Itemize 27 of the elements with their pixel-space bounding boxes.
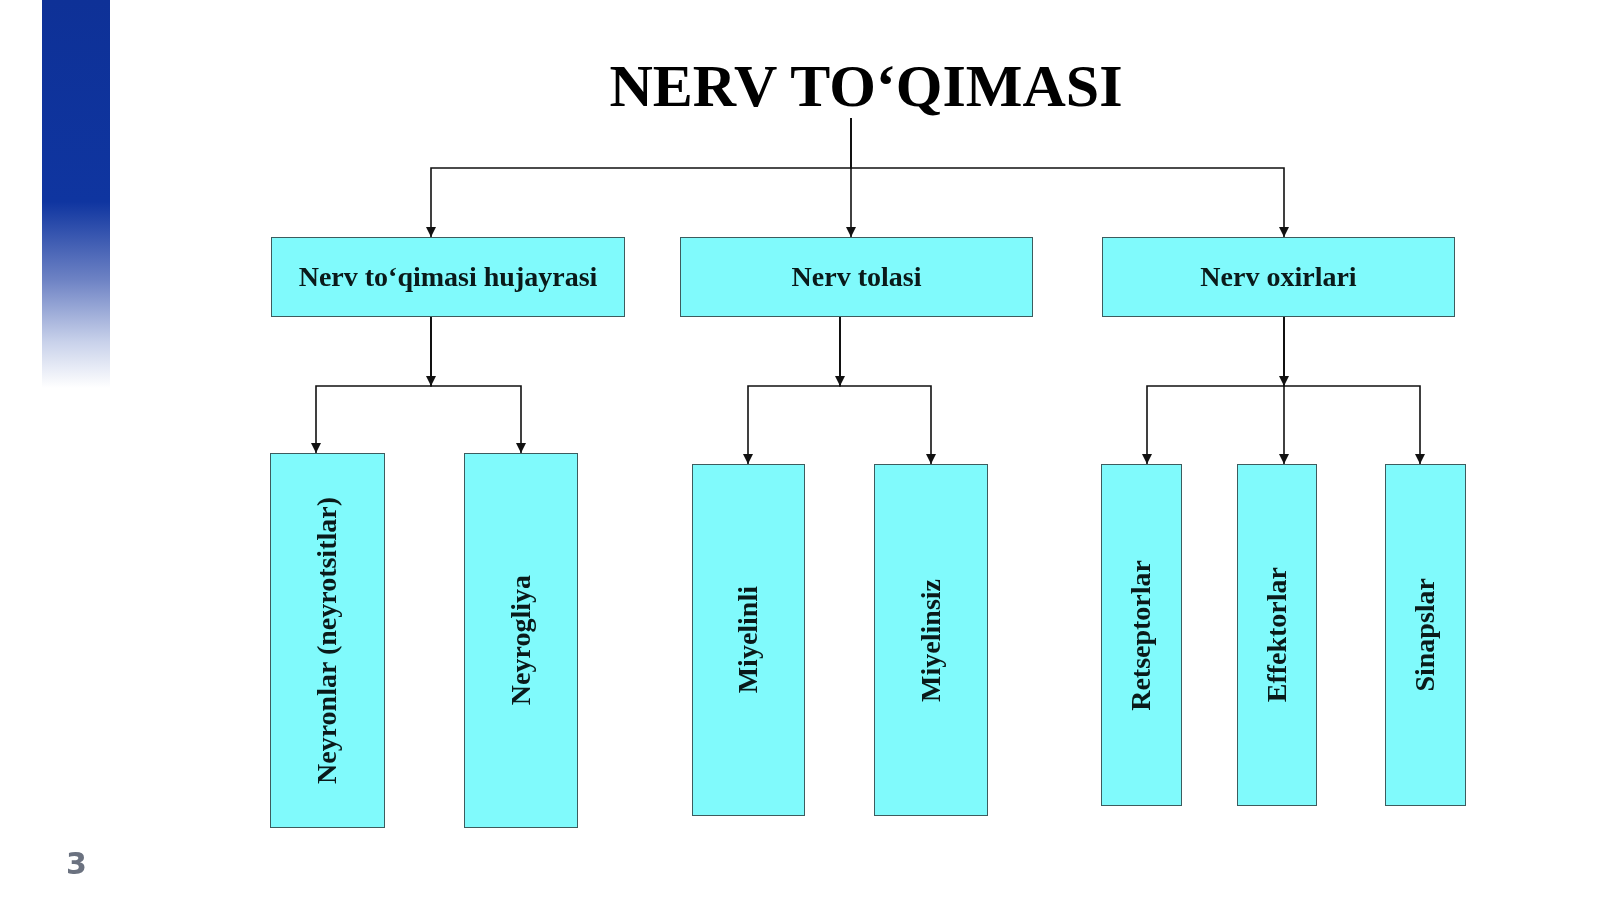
- side-bar: [42, 0, 110, 388]
- box-label: Sinapslar: [1410, 578, 1441, 692]
- process-box: [464, 453, 578, 828]
- box-label: Miyelinli: [733, 586, 764, 694]
- box-label: Miyelinsiz: [915, 578, 947, 702]
- box-label: Retseptorlar: [1126, 559, 1157, 711]
- arrow: [839, 316, 936, 465]
- box-label: Nerv to‘qimasi hujayrasi: [298, 261, 598, 293]
- box-label: Neyrogliya: [505, 575, 537, 706]
- process-box: [692, 464, 805, 816]
- box-label: Neyronlar (neyrotsitlar): [312, 497, 343, 784]
- arrow: [850, 117, 1289, 238]
- process-box: [1102, 237, 1455, 317]
- arrow: [1283, 316, 1425, 465]
- box-label: Nerv oxirlari: [1200, 261, 1357, 293]
- process-box: [1101, 464, 1182, 806]
- process-box: [271, 237, 625, 317]
- box-label: Effektorlar: [1261, 567, 1293, 703]
- arrow: [430, 316, 526, 454]
- box-label: Nerv tolasi: [791, 261, 922, 293]
- process-box: [270, 453, 385, 828]
- process-box: [1385, 464, 1466, 806]
- process-box: [1237, 464, 1317, 806]
- process-box: [680, 237, 1033, 317]
- process-box: [874, 464, 988, 816]
- heading-label: NERV TO‘QIMASI: [609, 54, 1123, 118]
- page-number: 3: [66, 846, 87, 882]
